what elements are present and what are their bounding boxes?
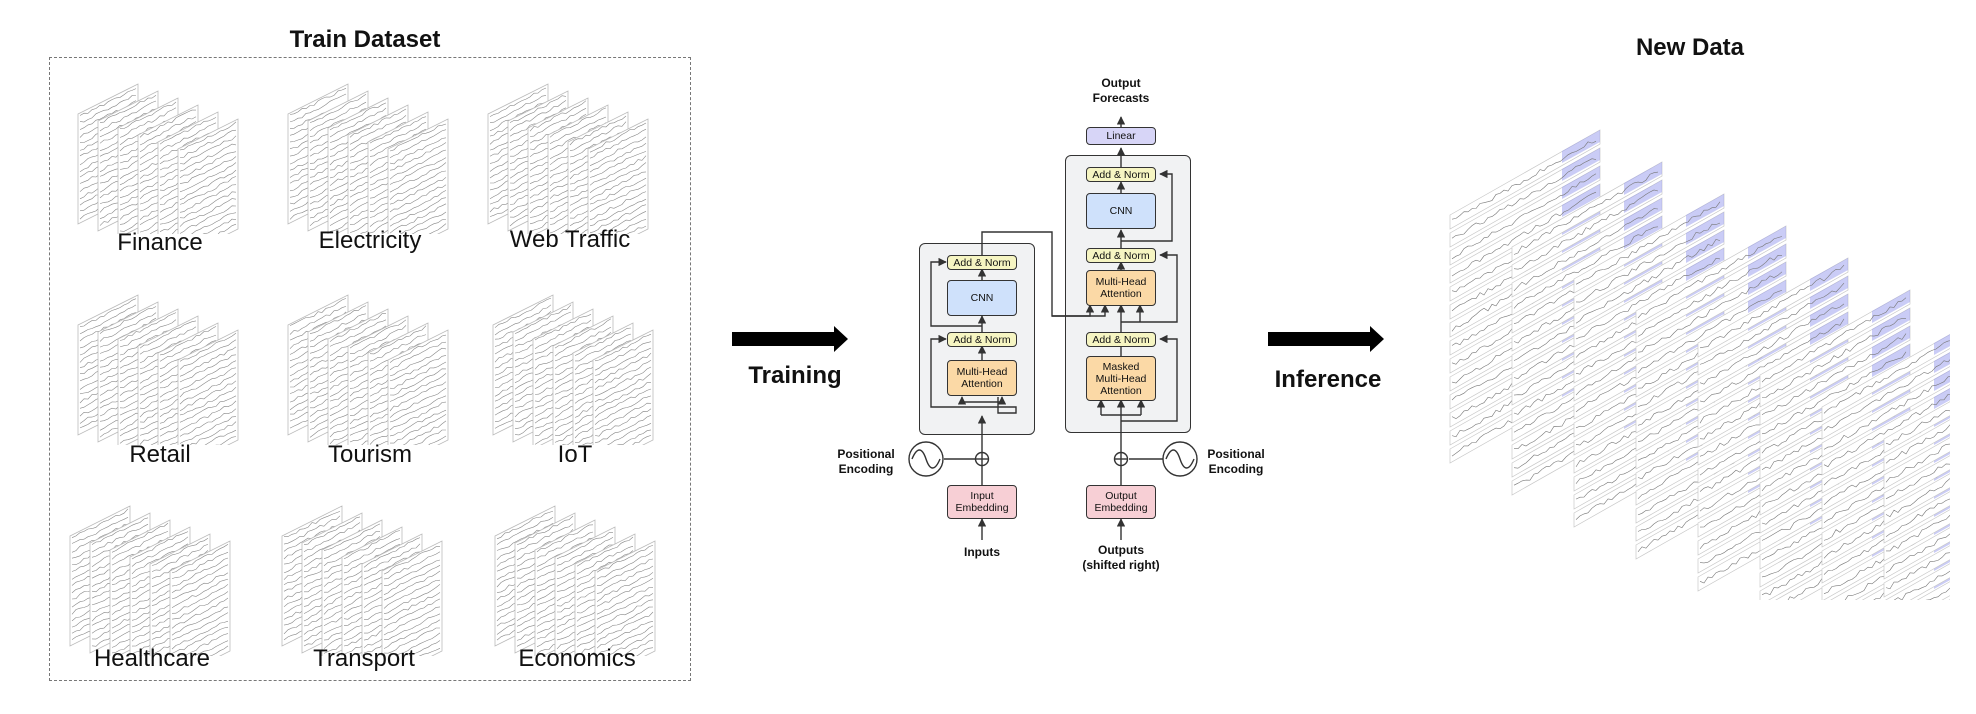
training-label: Training <box>748 362 842 389</box>
dataset-label: Healthcare <box>93 645 211 672</box>
dataset-label: Electricity <box>318 227 422 254</box>
dataset-healthcare: Healthcare <box>52 486 252 686</box>
dataset-transport: Transport <box>264 486 464 686</box>
training-arrow-icon <box>732 326 848 352</box>
decoder-add-norm-1: Add & Norm <box>1086 167 1156 182</box>
encoder-positional-encoding-label: Positional Encoding <box>837 447 895 476</box>
time-series-stack-icon <box>77 83 239 234</box>
dataset-electricity: Electricity <box>270 64 470 264</box>
encoder-add-norm-bottom: Add & Norm <box>947 332 1017 347</box>
dataset-iot: IoT <box>475 275 675 475</box>
dataset-label: IoT <box>557 441 593 468</box>
decoder-positional-encoding-label: Positional Encoding <box>1207 447 1265 476</box>
time-series-stack-icon <box>487 83 649 234</box>
decoder-add-norm-2: Add & Norm <box>1086 248 1156 263</box>
inputs-label: Inputs <box>964 545 1000 559</box>
time-series-stack-icon <box>77 294 239 445</box>
decoder-cnn-block: CNN <box>1086 193 1156 229</box>
dataset-tourism: Tourism <box>270 275 470 475</box>
encoder-cnn-block: CNN <box>947 280 1017 316</box>
dataset-label: Economics <box>518 645 636 672</box>
dataset-finance: Finance <box>60 64 260 264</box>
outputs-shifted-label: Outputs (shifted right) <box>1082 543 1160 572</box>
inference-label: Inference <box>1274 366 1382 393</box>
decoder-masked-attention: Masked Multi-Head Attention <box>1086 356 1156 401</box>
time-series-stack-icon <box>69 505 231 656</box>
time-series-stack-icon <box>287 83 449 234</box>
time-series-stack-icon <box>492 294 654 445</box>
output-forecasts-label: Output Forecasts <box>1092 76 1150 105</box>
dataset-label: Web Traffic <box>509 226 631 253</box>
train-dataset-title: Train Dataset <box>289 26 441 53</box>
inference-arrow-icon <box>1268 326 1384 352</box>
train-dataset-box <box>49 57 691 681</box>
encoder-multi-head-attention: Multi-Head Attention <box>947 360 1017 396</box>
dataset-label: Retail <box>129 441 191 468</box>
dataset-label: Tourism <box>327 441 412 468</box>
encoder-add-norm-top: Add & Norm <box>947 255 1017 270</box>
dataset-label: Transport <box>313 645 415 672</box>
decoder-cross-attention: Multi-Head Attention <box>1086 270 1156 306</box>
dataset-retail: Retail <box>60 275 260 475</box>
decoder-add-norm-3: Add & Norm <box>1086 332 1156 347</box>
output-embedding: Output Embedding <box>1086 485 1156 519</box>
linear-block: Linear <box>1086 127 1156 145</box>
input-embedding: Input Embedding <box>947 485 1017 519</box>
time-series-stack-icon <box>281 505 443 656</box>
dataset-web-traffic: Web Traffic <box>470 64 670 264</box>
dataset-economics: Economics <box>477 486 677 686</box>
dataset-label: Finance <box>117 229 203 256</box>
time-series-stack-icon <box>287 294 449 445</box>
new-data-title: New Data <box>1635 34 1745 61</box>
new-data-series-stack <box>1449 129 1950 600</box>
time-series-stack-icon <box>494 505 656 656</box>
